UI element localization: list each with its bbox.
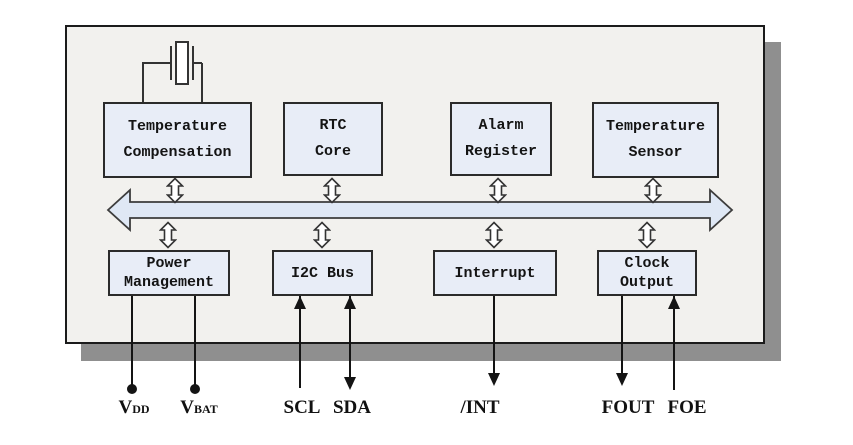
block-label-line: Sensor (628, 144, 683, 161)
block-temperature-compensation: Temperature Compensation (103, 102, 252, 178)
pin-label-foe: FOE (667, 397, 707, 418)
block-temperature-sensor: Temperature Sensor (592, 102, 719, 178)
block-label-line: I2C Bus (290, 264, 354, 282)
bus-link-arrow-alarm-register (489, 177, 507, 204)
block-i2c-bus: I2C Bus (272, 250, 373, 296)
block-label-line: RTC (319, 117, 347, 134)
crystal-oscillator-icon (142, 41, 203, 103)
bus-link-arrow-i2c-bus (313, 221, 331, 249)
pin-label-base: V (118, 397, 133, 418)
bus-link-arrow-rtc-core (323, 177, 341, 204)
bus-link-arrow-temperature-sensor (644, 177, 662, 204)
bus-link-arrow-temperature-compensation (166, 177, 184, 204)
pin-label-fout: FOUT (601, 397, 655, 418)
terminal-dot-vbat (190, 384, 200, 394)
block-rtc-core: RTC Core (283, 102, 383, 176)
arrowhead-up-scl (294, 296, 306, 309)
bus-link-arrow-power-management (159, 221, 177, 249)
arrowhead-down-sda (344, 377, 356, 390)
block-label-line: Power (146, 255, 192, 272)
arrowhead-down-int (488, 373, 500, 386)
internal-bus-arrow (106, 187, 734, 233)
terminal-dot-vdd (127, 384, 137, 394)
pin-line-scl (299, 296, 301, 388)
block-clock-output: Clock Output (597, 250, 697, 296)
block-label-line: Temperature (127, 118, 228, 135)
pin-label-vdd: VDD (118, 397, 149, 419)
block-interrupt: Interrupt (433, 250, 557, 296)
pin-label-sub: DD (132, 402, 150, 416)
block-label-line: Temperature (605, 118, 706, 135)
pin-line-vdd (131, 296, 133, 386)
pin-line-int (493, 296, 495, 376)
bus-link-arrow-clock-output (638, 221, 656, 249)
pin-label-sda: SDA (332, 397, 372, 418)
block-power-management: Power Management (108, 250, 230, 296)
block-label-line: Output (619, 274, 674, 291)
arrowhead-up-sda (344, 296, 356, 309)
block-label-line: Interrupt (454, 264, 536, 282)
pin-label-vbat: VBAT (180, 397, 218, 419)
pin-line-sda (349, 296, 351, 380)
block-label-line: Clock (624, 255, 670, 272)
pin-line-fout (621, 296, 623, 376)
pin-label-scl: SCL (283, 397, 321, 418)
block-label-line: Compensation (123, 144, 232, 161)
block-label-line: Alarm (478, 117, 524, 134)
bus-link-arrow-interrupt (485, 221, 503, 249)
pin-line-vbat (194, 296, 196, 386)
block-label-line: Management (123, 274, 214, 291)
pin-label-sub: BAT (193, 402, 218, 416)
pin-label-base: V (180, 397, 194, 418)
block-label-line: Register (464, 143, 537, 160)
pin-line-foe (673, 296, 675, 390)
pin-label-int: /INT (460, 397, 500, 418)
block-label-line: Core (314, 143, 351, 160)
block-alarm-register: Alarm Register (450, 102, 552, 176)
arrowhead-up-foe (668, 296, 680, 309)
arrowhead-down-fout (616, 373, 628, 386)
